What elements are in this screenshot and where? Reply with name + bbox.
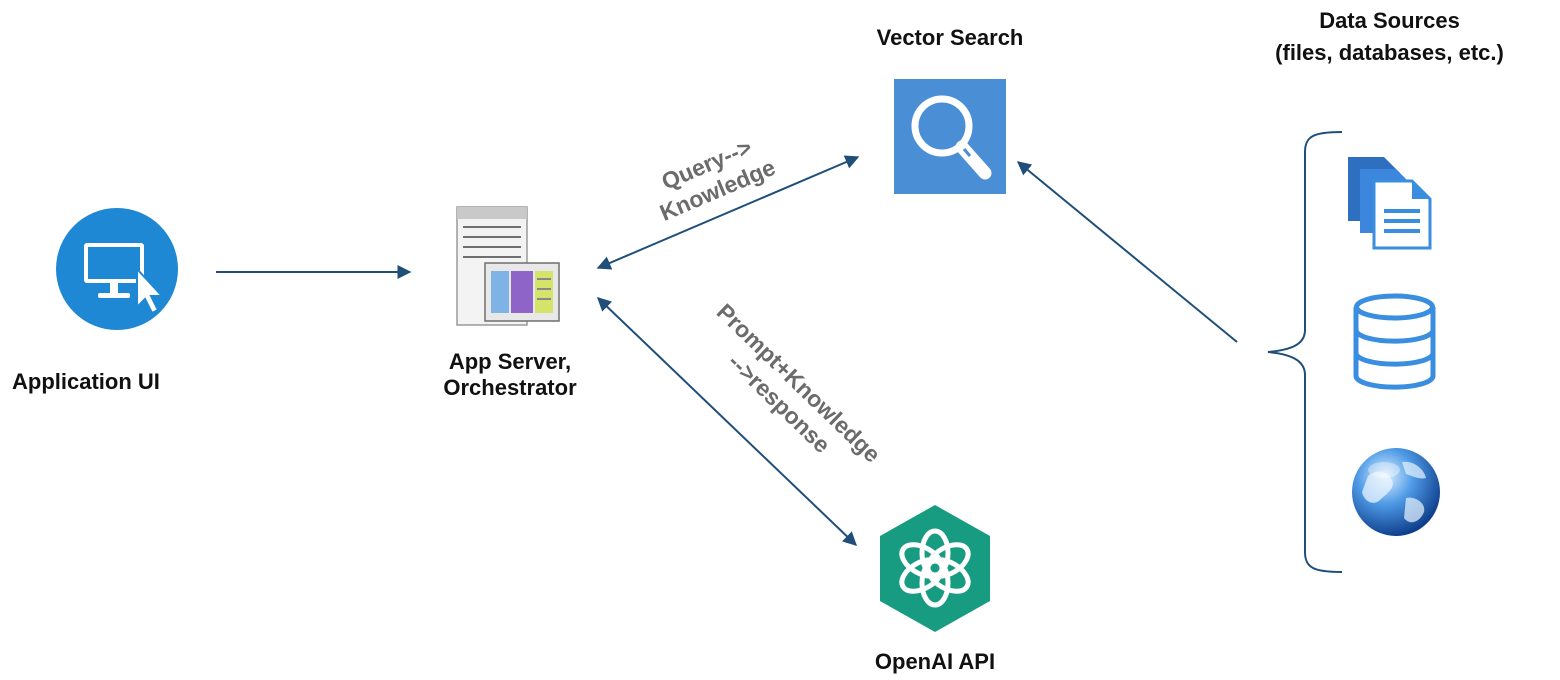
openai-label: OpenAI API bbox=[874, 649, 996, 674]
data-source-database[interactable] bbox=[1352, 293, 1437, 390]
data-source-files[interactable] bbox=[1340, 155, 1435, 250]
magnifier-icon bbox=[894, 79, 1006, 194]
data-sources-label: Data Sources (files, databases, etc.) bbox=[1222, 8, 1557, 66]
data-sources-brace bbox=[1267, 131, 1343, 573]
arrow-data-to-vector-search bbox=[1016, 161, 1238, 343]
vector-search-node[interactable] bbox=[894, 79, 1006, 194]
app-server-label-line2: Orchestrator bbox=[443, 375, 577, 400]
monitor-cursor-icon bbox=[56, 208, 178, 330]
app-server-label: App Server, Orchestrator bbox=[410, 349, 610, 401]
app-server-label-line1: App Server, bbox=[448, 349, 572, 374]
globe-icon bbox=[1352, 448, 1440, 536]
data-source-web[interactable] bbox=[1350, 446, 1443, 539]
server-window-icon bbox=[456, 206, 560, 326]
vector-search-label: Vector Search bbox=[876, 25, 1024, 50]
arrow-server-openai bbox=[596, 297, 858, 546]
arrow-server-vector-search bbox=[596, 155, 860, 270]
app-ui-label: Application UI bbox=[12, 369, 160, 394]
openai-node[interactable] bbox=[876, 503, 994, 634]
documents-icon bbox=[1348, 157, 1432, 250]
app-ui-node[interactable] bbox=[55, 207, 179, 331]
data-sources-label-line1: Data Sources bbox=[1319, 8, 1460, 33]
data-sources-label-line2: (files, databases, etc.) bbox=[1275, 40, 1504, 65]
app-server-node[interactable] bbox=[455, 205, 565, 327]
openai-logo-icon bbox=[880, 505, 990, 632]
database-icon bbox=[1353, 293, 1436, 390]
